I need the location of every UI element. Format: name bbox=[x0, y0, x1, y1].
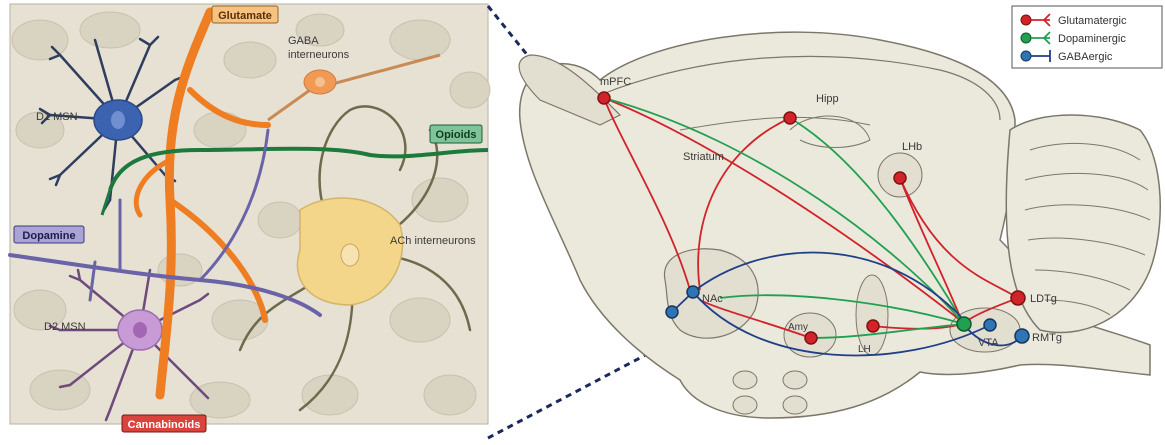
ach-nucleus bbox=[341, 244, 359, 266]
d1-msn-nucleus bbox=[111, 111, 125, 129]
hipp-label: Hipp bbox=[816, 93, 839, 105]
vta-label: VTA bbox=[978, 337, 999, 349]
lh-label: LH bbox=[858, 344, 871, 355]
svg-text:Opioids: Opioids bbox=[436, 129, 477, 141]
d2-msn-label: D2 MSN bbox=[44, 321, 86, 333]
glutamate-tag: Glutamate bbox=[212, 6, 278, 23]
svg-text:Dopaminergic: Dopaminergic bbox=[1058, 33, 1126, 45]
svg-text:Glutamate: Glutamate bbox=[218, 10, 272, 22]
microcircuit-panel: Glutamate Opioids Dopamine Cannabinoids … bbox=[10, 4, 490, 432]
svg-text:Dopamine: Dopamine bbox=[22, 230, 75, 242]
svg-text:Glutamatergic: Glutamatergic bbox=[1058, 15, 1127, 27]
lh-region bbox=[856, 275, 888, 355]
lhb-label: LHb bbox=[902, 141, 922, 153]
d1-msn-label: D1 MSN bbox=[36, 111, 78, 123]
nac-label: NAc bbox=[702, 293, 723, 305]
brain-sagittal: mPFC Hipp Striatum LHb NAc Amy LH VTA LD… bbox=[519, 32, 1160, 418]
rmtg-label: RMTg bbox=[1032, 332, 1062, 344]
svg-text:Cannabinoids: Cannabinoids bbox=[128, 419, 201, 431]
dopamine-tag: Dopamine bbox=[14, 226, 84, 243]
mpfc-label: mPFC bbox=[600, 76, 631, 88]
cannabinoids-tag: Cannabinoids bbox=[122, 415, 206, 432]
ach-interneurons-label: ACh interneurons bbox=[390, 235, 476, 247]
gaba-interneurons-label-2: interneurons bbox=[288, 49, 350, 61]
svg-text:GABAergic: GABAergic bbox=[1058, 51, 1113, 63]
legend: Glutamatergic Dopaminergic GABAergic bbox=[1012, 6, 1162, 68]
d2-msn-nucleus bbox=[133, 322, 147, 338]
ldtg-label: LDTg bbox=[1030, 293, 1057, 305]
opioids-tag: Opioids bbox=[430, 125, 482, 143]
gaba-interneuron-nucleus bbox=[315, 77, 325, 87]
amy-label: Amy bbox=[788, 322, 808, 333]
striatum-label: Striatum bbox=[683, 151, 724, 163]
gaba-interneurons-label-1: GABA bbox=[288, 35, 319, 47]
